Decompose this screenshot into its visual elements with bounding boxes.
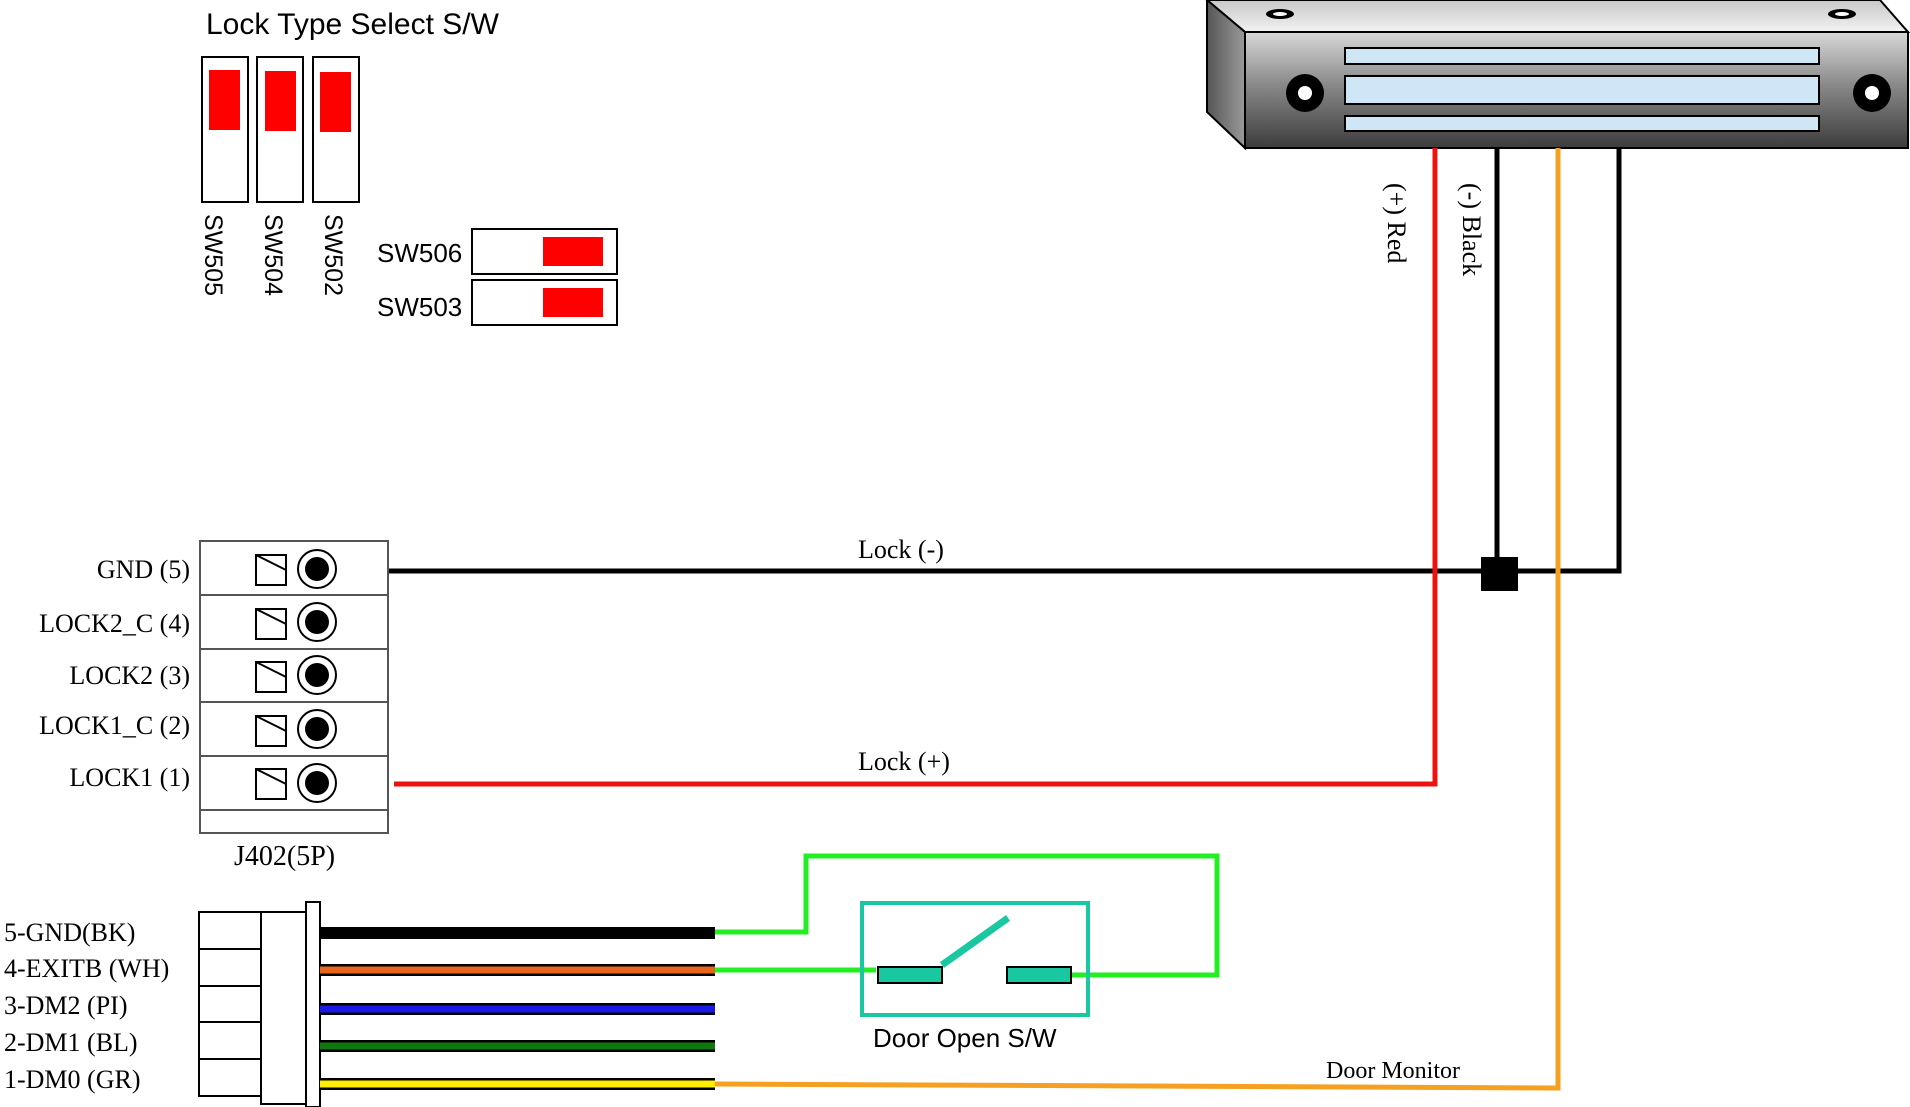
terminal-block-name: J402(5P)	[234, 841, 335, 872]
sw502-label: SW502	[319, 214, 347, 296]
magnetic-lock	[1205, 0, 1910, 151]
lock-plus-label: Lock (+)	[858, 747, 950, 776]
terminal-block-j402	[199, 540, 389, 834]
connector-pin-4: 4-EXITB (WH)	[4, 954, 169, 983]
terminal-screw-icon[interactable]	[255, 709, 337, 749]
terminal-screw-icon[interactable]	[255, 549, 337, 589]
switch-lever-icon	[939, 915, 1011, 968]
dip-switch-sw506[interactable]	[471, 228, 618, 275]
door-monitor-label: Door Monitor	[1326, 1058, 1460, 1084]
connector-pin-2: 2-DM1 (BL)	[4, 1028, 138, 1057]
door-open-switch-label: Door Open S/W	[873, 1023, 1057, 1053]
magnet-strip	[1344, 47, 1820, 65]
sw506-label: SW506	[377, 238, 462, 268]
connector-pin-3: 3-DM2 (PI)	[4, 991, 128, 1020]
connector-pin-1: 1-DM0 (GR)	[4, 1065, 141, 1094]
pin-label-lock2-c: LOCK2_C (4)	[39, 609, 190, 638]
maglock-top-face	[1205, 0, 1910, 33]
dip-switch-sw502[interactable]	[312, 56, 360, 203]
connector-pin-5: 5-GND(BK)	[4, 918, 135, 947]
pin-label-lock1-c: LOCK1_C (2)	[39, 711, 190, 740]
switch-contact	[877, 966, 943, 984]
pin-label-gnd: GND (5)	[97, 555, 190, 584]
switch-lever	[265, 71, 296, 131]
terminal-screw-icon[interactable]	[255, 655, 337, 695]
lock-plus-wire	[394, 148, 1438, 787]
door-open-switch[interactable]	[860, 901, 1090, 1017]
mount-hole-icon	[1835, 12, 1849, 16]
pin-label-lock2: LOCK2 (3)	[69, 661, 190, 690]
magnet-strip	[1344, 75, 1820, 105]
terminal-screw-icon[interactable]	[255, 602, 337, 642]
magnet-strip	[1344, 115, 1820, 132]
sw503-label: SW503	[377, 292, 462, 322]
door-monitor-wire	[714, 148, 1561, 1091]
switch-lever	[320, 72, 351, 132]
screw-hole-icon	[1298, 86, 1312, 100]
red-wire-label: (+) Red	[1382, 183, 1411, 263]
pin-label-lock1: LOCK1 (1)	[69, 763, 190, 792]
lock-type-select-panel: Lock Type Select S/W SW505 SW504 SW502 S…	[199, 8, 618, 326]
sw504-label: SW504	[259, 214, 287, 296]
dip-switch-sw504[interactable]	[256, 56, 304, 203]
exit-gnd-wire	[715, 853, 1220, 978]
connector-5pin	[198, 901, 321, 1107]
black-wire-label: (-) Black	[1457, 183, 1486, 276]
switch-lever	[543, 288, 603, 317]
screw-hole-icon	[1865, 86, 1879, 100]
switch-lever	[543, 237, 603, 266]
lock-minus-wire	[388, 148, 1622, 574]
switch-panel-title: Lock Type Select S/W	[206, 8, 500, 41]
wire-junction	[1481, 557, 1518, 591]
dip-switch-sw503[interactable]	[471, 279, 618, 326]
mount-hole-icon	[1273, 12, 1287, 16]
dip-switch-sw505[interactable]	[201, 56, 249, 203]
terminal-screw-icon[interactable]	[255, 763, 337, 803]
lock-minus-label: Lock (-)	[858, 535, 944, 564]
switch-contact	[1006, 966, 1072, 984]
sw505-label: SW505	[199, 214, 227, 296]
switch-lever	[209, 70, 240, 130]
